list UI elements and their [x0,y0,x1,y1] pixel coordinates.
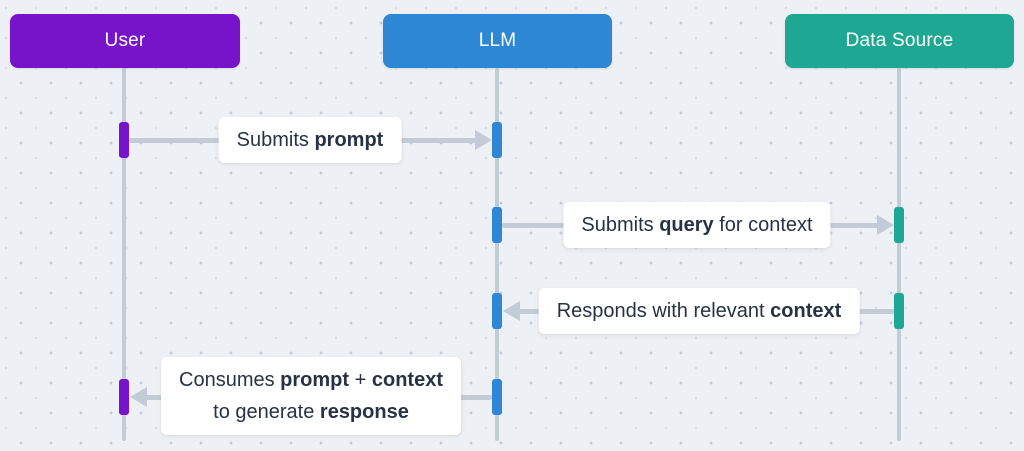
activation-bar-llm-2 [492,207,502,243]
lifeline-user [122,68,126,441]
actor-label-data-source: Data Source [845,30,954,51]
activation-bar-data-source-1 [894,207,904,243]
message-1-label: Submits prompt [218,117,402,163]
message-2-label: Submits query for context [563,202,831,248]
message-3-label: Responds with relevant context [538,288,860,334]
message-4-arrowhead-left-icon [130,387,147,407]
message-2-arrowhead-right-icon [877,215,894,235]
actor-box-llm: LLM [383,14,612,68]
activation-bar-llm-1 [492,122,502,158]
lifeline-data-source [897,68,901,441]
actor-label-user: User [104,30,146,51]
activation-bar-user-1 [119,122,129,158]
activation-bar-user-2 [119,379,129,415]
actor-label-llm: LLM [478,30,517,51]
message-1-arrowhead-right-icon [475,130,492,150]
activation-bar-data-source-2 [894,293,904,329]
activation-bar-llm-3 [492,293,502,329]
activation-bar-llm-4 [492,379,502,415]
actor-box-data-source: Data Source [785,14,1014,68]
lifeline-llm [495,68,499,441]
message-3-arrowhead-left-icon [503,301,520,321]
message-4-label: Consumes prompt + context to generate re… [161,357,461,435]
actor-box-user: User [10,14,240,68]
